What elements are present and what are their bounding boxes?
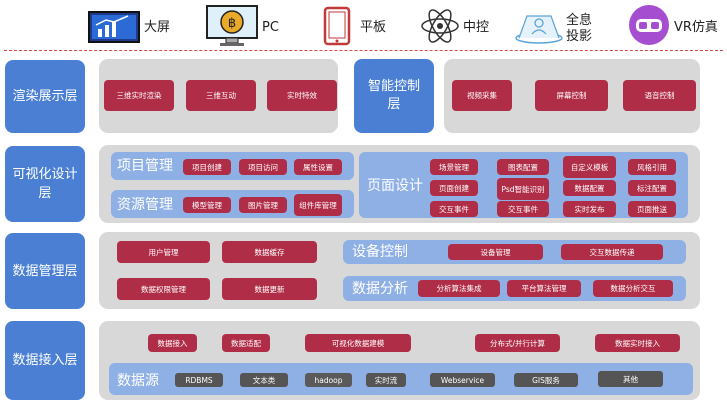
chip-project-access: 项目访问 [239, 159, 287, 175]
chip-interact-event-1: 交互事件 [430, 201, 478, 217]
layer-vis: 可视化设计层 [5, 146, 85, 222]
chip-screen-control: 屏幕控制 [535, 80, 608, 111]
smart-control-label: 智能控制层 [354, 59, 434, 133]
page-design-title: 页面设计 [367, 178, 423, 194]
analysis-title: 数据分析 [352, 281, 408, 297]
chip-page-create: 页面创建 [430, 180, 478, 196]
chip-analysis-interact: 数据分析交互 [593, 280, 673, 297]
chip-realtime-publish: 实时发布 [563, 201, 616, 217]
device-label-tablet: 平板 [360, 20, 387, 35]
device-label-pc: PC [262, 20, 279, 35]
chip-mark-config: 标注配置 [628, 180, 676, 196]
device-label-holo: 全息 投影 [566, 13, 593, 44]
hologram-icon [515, 15, 563, 44]
chip-voice-control: 语音控制 [623, 80, 696, 111]
layer-render: 渲染展示层 [5, 60, 85, 133]
device-label-vr: VR仿真 [674, 20, 718, 35]
source-rdbms: RDBMS [175, 373, 223, 387]
chip-data-config: 数据配置 [563, 180, 616, 196]
device-label-bigscreen: 大屏 [144, 20, 171, 35]
chip-interact-event-2: 交互事件 [497, 201, 549, 217]
chip-3d-render: 三维实时渲染 [104, 80, 174, 111]
divider-dashed [4, 50, 723, 51]
chip-3d-interact: 三维互动 [186, 80, 256, 111]
chip-user-manage: 用户管理 [117, 241, 210, 263]
chip-platform-algorithm: 平台算法管理 [507, 280, 581, 297]
chip-interact-data: 交互数据传递 [561, 244, 663, 260]
chip-custom-template: 自定义模板 [563, 156, 616, 178]
chip-realtime-access: 数据实时接入 [595, 334, 680, 352]
project-title: 项目管理 [117, 158, 173, 174]
chip-algorithm-integrate: 分析算法集成 [418, 280, 500, 297]
chip-scene-manage: 场景管理 [430, 159, 478, 175]
chip-device-manage: 设备管理 [448, 244, 543, 260]
source-gis: GIS服务 [514, 373, 578, 387]
chip-data-update: 数据更新 [222, 278, 317, 300]
device-control-title: 设备控制 [352, 244, 408, 260]
chip-distributed-compute: 分布式/并行计算 [475, 334, 560, 352]
source-text: 文本类 [240, 373, 288, 387]
chip-realtime-fx: 实时特效 [267, 80, 337, 111]
big-screen-icon [88, 11, 140, 43]
chip-data-adapt: 数据适配 [222, 334, 270, 352]
resource-title: 资源管理 [117, 197, 173, 213]
chip-style-ref: 风格引用 [628, 159, 676, 175]
source-webservice: Webservice [430, 373, 495, 387]
tablet-icon [323, 6, 351, 46]
chip-visual-modeling: 可视化数据建模 [305, 334, 411, 352]
chip-project-create: 项目创建 [183, 159, 231, 175]
chip-component-lib: 组件库管理 [294, 194, 342, 216]
chip-data-permission: 数据权限管理 [117, 278, 210, 300]
svg-text:฿: ฿ [228, 16, 236, 31]
pc-icon: ฿ [206, 5, 258, 46]
chip-image-manage: 图片管理 [239, 197, 287, 213]
chip-property-set: 属性设置 [294, 159, 342, 175]
chip-video-capture: 视频采集 [452, 80, 512, 111]
chip-model-manage: 模型管理 [183, 197, 231, 213]
atom-icon [421, 9, 459, 43]
source-hadoop: hadoop [305, 373, 352, 387]
chip-data-access: 数据接入 [148, 334, 197, 352]
chip-page-push: 页面推送 [628, 201, 676, 217]
vr-headset-icon [629, 5, 669, 45]
chip-chart-config: 图表配置 [497, 159, 549, 175]
source-stream: 实时流 [366, 373, 406, 387]
device-label-center: 中控 [463, 20, 490, 35]
chip-data-cache: 数据缓存 [222, 241, 317, 263]
layer-access: 数据接入层 [5, 321, 85, 400]
layer-data: 数据管理层 [5, 233, 85, 309]
chip-psd-recognition: Psd智能识别 [497, 178, 549, 200]
datasource-title: 数据源 [117, 373, 159, 389]
source-other: 其他 [598, 371, 663, 387]
